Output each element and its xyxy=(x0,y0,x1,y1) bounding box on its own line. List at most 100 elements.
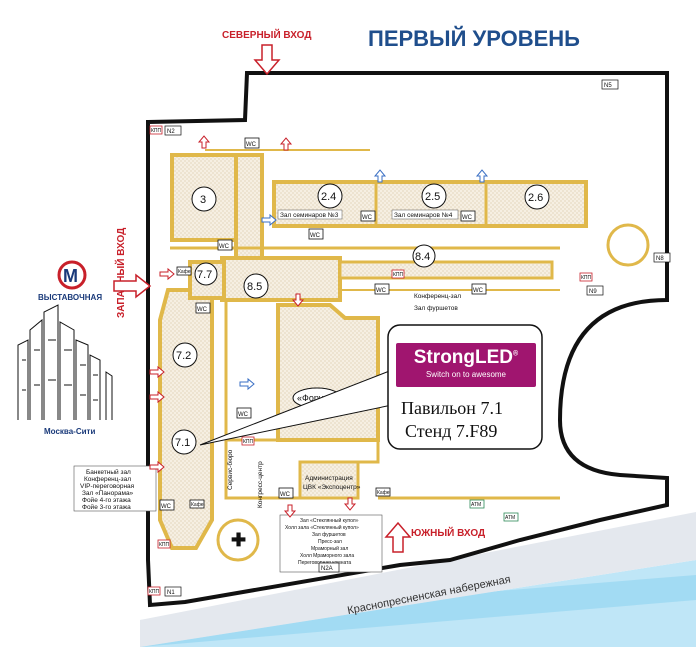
hall-2-4-label: 2.4 xyxy=(321,191,336,203)
south-room-3: Пресс-зал xyxy=(318,539,342,545)
cafe-icon: Кафе xyxy=(176,266,192,276)
north-entrance-arrow-icon xyxy=(253,44,281,76)
svg-text:WC: WC xyxy=(376,288,387,294)
wc-icon: WC xyxy=(236,407,252,419)
hall-3-label: 3 xyxy=(200,194,206,206)
west-entrance: ЗАПАДНЫЙ ВХОД xyxy=(113,228,152,318)
seminar-3-label: Зал семинаров №3 xyxy=(280,212,339,219)
direction-arrows-blue xyxy=(239,169,489,391)
svg-text:Кафе: Кафе xyxy=(191,502,204,508)
arrow-icon xyxy=(373,169,387,183)
svg-text:КПП: КПП xyxy=(393,272,404,278)
metro-letter-icon: М xyxy=(63,266,78,286)
brand-logo: StrongLED® Switch on to awesome xyxy=(396,343,536,387)
gate-n2-label: N2 xyxy=(167,129,175,135)
kpp-icon: КПП xyxy=(149,125,163,135)
wc-icon: WC xyxy=(217,239,233,251)
congress-center-label: Конгресс-центр xyxy=(257,461,264,508)
svg-text:Кафе: Кафе xyxy=(377,490,390,496)
callout-pointer xyxy=(199,369,393,446)
admin-label-1: Администрация xyxy=(305,475,353,482)
buffet-hall-label: Зал фуршетов xyxy=(414,305,458,312)
svg-text:WC: WC xyxy=(197,307,208,313)
wc-icon: WC xyxy=(244,137,260,149)
brand-registered-mark: ® xyxy=(513,350,519,358)
svg-text:КПП: КПП xyxy=(149,589,160,595)
moscow-city-label: Москва-Сити xyxy=(44,427,95,436)
arrow-icon xyxy=(197,135,211,149)
arrow-icon xyxy=(261,213,277,227)
cafe-icon: Кафе xyxy=(189,499,205,509)
svg-text:WC: WC xyxy=(462,215,473,221)
wc-icon: WC xyxy=(471,283,487,295)
arrow-icon xyxy=(343,497,357,511)
wc-icon: WC xyxy=(308,228,324,240)
svg-text:КПП: КПП xyxy=(243,439,254,445)
direction-arrows xyxy=(149,135,357,518)
west-room-4: Фойе 4-го этажа xyxy=(82,496,131,504)
wc-icon: WC xyxy=(360,210,376,222)
gate-n9-label: N9 xyxy=(589,289,597,295)
arrow-icon xyxy=(283,504,297,518)
embankment-road xyxy=(140,512,696,647)
south-room-4: Мраморный зал xyxy=(311,545,348,552)
west-rooms-box: Банкетный зал Конференц-зал VIP-перегово… xyxy=(73,465,157,512)
dome-cross-icon: ✚ xyxy=(231,530,246,550)
hall-2-5-label: 2.5 xyxy=(425,191,440,203)
svg-text:WC: WC xyxy=(310,233,321,239)
metro-block: М ВЫСТАВОЧНАЯ Москва-Сити xyxy=(17,260,113,436)
kpp-icon: КПП xyxy=(391,269,405,279)
moscow-city-towers-icon xyxy=(17,304,113,420)
hall-markers: 3 2.4 2.5 2.6 7.7 8.5 8.4 7.2 7.1 «Форум… xyxy=(171,183,550,455)
arrow-icon xyxy=(159,267,175,281)
river-band xyxy=(140,575,696,647)
svg-text:АТМ: АТМ xyxy=(471,502,481,508)
svg-text:WC: WC xyxy=(362,215,373,221)
forum-label: «Форум» xyxy=(297,393,334,403)
arrow-icon xyxy=(279,137,293,151)
arrow-icon xyxy=(149,460,165,474)
west-room-2: VIP-переговорная xyxy=(80,483,135,490)
gates: N2 N5 N8 N9 N2А N1 xyxy=(164,79,671,597)
dome-building xyxy=(216,518,260,562)
brand-tagline: Switch on to awesome xyxy=(425,370,507,379)
conference-hall-label: Конференц-зал xyxy=(414,293,461,300)
hall-7-2-label: 7.2 xyxy=(176,350,191,362)
roundabout xyxy=(606,223,650,267)
south-room-1: Холл зала «Стеклянный купол» xyxy=(285,524,359,531)
svg-text:КПП: КПП xyxy=(151,128,162,134)
north-entrance: СЕВЕРНЫЙ ВХОД xyxy=(222,28,311,76)
arrow-icon xyxy=(149,365,165,379)
hall-8-5-label: 8.5 xyxy=(247,281,262,293)
svg-text:Кафе: Кафе xyxy=(178,269,191,275)
admin-label-2: ЦВК «Экспоцентр» xyxy=(303,484,361,491)
north-entrance-label: СЕВЕРНЫЙ ВХОД xyxy=(222,28,311,41)
south-room-2: Зал фуршетов xyxy=(312,532,346,538)
wc-icon: WC xyxy=(195,302,211,314)
svg-text:WC: WC xyxy=(161,504,172,510)
west-entrance-label: ЗАПАДНЫЙ ВХОД xyxy=(114,228,127,318)
gate-n2a-label: N2А xyxy=(321,566,333,572)
svg-text:WC: WC xyxy=(246,142,257,148)
south-rooms-box: Зал «Стеклянный купол» Холл зала «Стекля… xyxy=(279,514,383,573)
svg-text:КПП: КПП xyxy=(581,275,592,281)
gate-n8-label: N8 xyxy=(656,256,664,262)
service-icons: WC WC WC WC WC WC WC WC WC WC WC Кафе Ка… xyxy=(147,125,593,596)
gate-n1-label: N1 xyxy=(167,590,175,596)
west-room-5: Фойе 3-го этажа xyxy=(82,503,131,511)
west-entrance-arrow-icon xyxy=(113,273,152,299)
kpp-icon: КПП xyxy=(157,539,171,549)
metro-station-label: ВЫСТАВОЧНАЯ xyxy=(38,293,102,302)
gate-n5-label: N5 xyxy=(604,83,612,89)
west-room-3: Зал «Панорама» xyxy=(82,490,134,497)
wc-icon: WC xyxy=(278,487,294,499)
hall-8-4-label: 8.4 xyxy=(415,251,430,263)
wc-icon: WC xyxy=(159,499,175,511)
metro-icon xyxy=(57,260,87,290)
hall-2-6-label: 2.6 xyxy=(528,192,543,204)
seminar-4-label: Зал семинаров №4 xyxy=(394,212,453,219)
hall-7-7-label: 7.7 xyxy=(197,269,212,281)
page-title: ПЕРВЫЙ УРОВЕНЬ xyxy=(368,26,580,51)
arrow-icon xyxy=(291,293,305,307)
